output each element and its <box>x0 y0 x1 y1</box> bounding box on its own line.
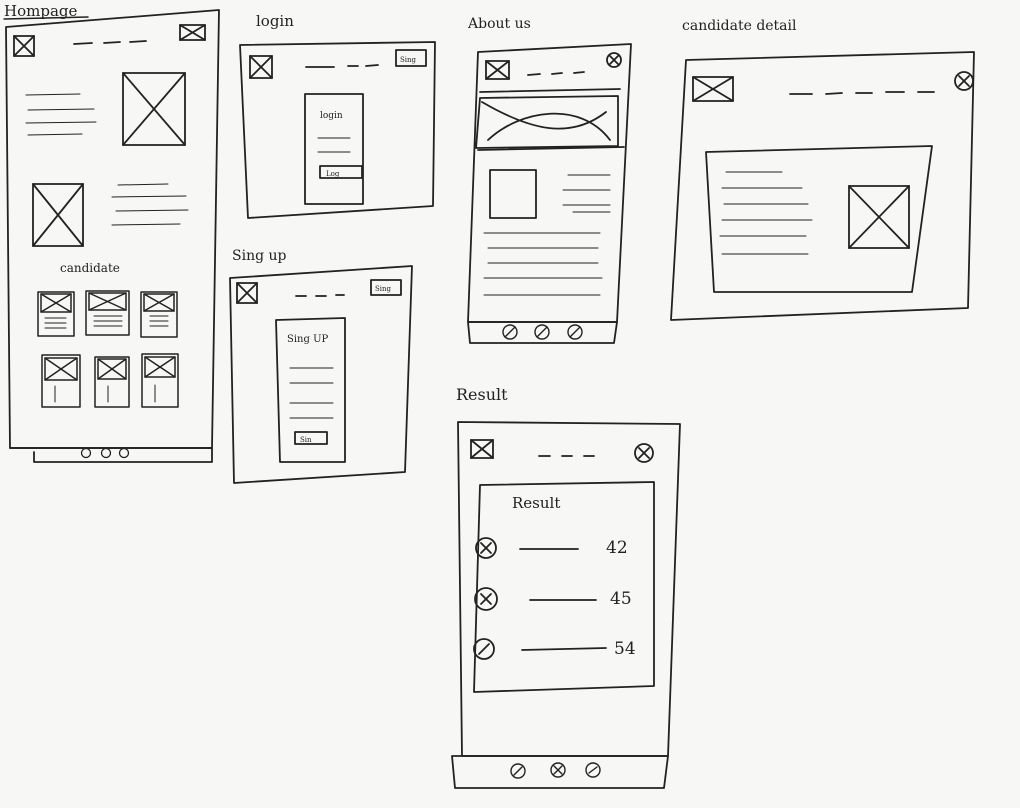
candidate-card <box>141 353 179 408</box>
login-fields <box>317 137 351 153</box>
login-signup-button[interactable] <box>395 49 427 67</box>
login-frame <box>239 41 436 219</box>
signup-submit-label: Sin <box>300 436 312 444</box>
about-banner-image <box>475 95 619 149</box>
about-sketch: About us <box>467 16 632 344</box>
candidate-photo <box>848 185 910 249</box>
homepage-feature-image <box>32 183 84 247</box>
candidate-name-line <box>521 647 607 651</box>
signup-frame <box>229 265 413 484</box>
nav-icon[interactable] <box>534 324 550 340</box>
candidate-detail-panel <box>705 145 933 293</box>
signup-nav-button[interactable] <box>370 279 402 296</box>
login-signup-label: Sing <box>400 56 417 64</box>
signup-logo-icon <box>236 282 258 304</box>
result-row: 45 <box>474 587 632 611</box>
nav-icon <box>100 447 112 459</box>
signup-fields <box>289 367 334 419</box>
signup-form-title: Sing UP <box>287 334 328 345</box>
candidate-icon <box>475 537 497 559</box>
homepage-menu-icon <box>179 24 206 41</box>
candidate-detail-logo-icon <box>692 76 734 102</box>
result-score: 45 <box>610 589 632 609</box>
nav-icon <box>118 447 130 459</box>
candidate-detail-sketch: candidate detail <box>670 18 975 321</box>
nav-icon[interactable] <box>502 324 518 340</box>
result-row: 54 <box>473 638 636 660</box>
about-frame <box>467 43 632 323</box>
candidate-card <box>94 356 130 408</box>
login-title: login <box>256 12 294 30</box>
about-image <box>489 169 537 219</box>
homepage-candidate-label: candidate <box>60 261 120 275</box>
signup-title: Sing up <box>232 248 287 264</box>
login-form-title: login <box>320 111 343 121</box>
result-sketch: Result Result 42 45 54 <box>451 385 681 789</box>
login-form <box>304 93 364 205</box>
homepage-sketch: Hompage candidate <box>3 2 220 463</box>
candidate-detail-close-icon[interactable] <box>954 71 974 91</box>
homepage-candidate-grid <box>37 290 179 408</box>
about-close-icon[interactable] <box>606 52 622 68</box>
login-submit-button[interactable] <box>319 165 363 179</box>
homepage-hero-image <box>122 72 186 146</box>
login-submit-label: Log <box>326 170 340 178</box>
homepage-bottom-nav <box>80 447 130 459</box>
signup-submit-button[interactable] <box>294 431 328 445</box>
result-logo-icon <box>470 439 494 459</box>
result-score: 54 <box>614 639 636 659</box>
candidate-detail-title: candidate detail <box>682 18 797 34</box>
homepage-title: Hompage <box>4 2 77 20</box>
result-panel-title: Result <box>512 494 560 512</box>
result-row: 42 <box>475 537 628 559</box>
homepage-frame <box>5 9 220 449</box>
about-title: About us <box>467 16 531 32</box>
login-sketch: login Sing login Log <box>239 12 436 219</box>
about-bottom-nav <box>502 324 583 340</box>
candidate-icon <box>473 638 495 660</box>
nav-icon[interactable] <box>550 762 566 778</box>
candidate-detail-frame <box>670 51 975 321</box>
signup-form <box>275 317 346 463</box>
nav-icon[interactable] <box>510 763 526 779</box>
signup-sketch: Sing up Sing Sing UP Sin <box>229 248 413 484</box>
result-bottom-nav <box>510 762 601 779</box>
candidate-card <box>85 290 130 336</box>
result-bottom-bar <box>451 755 669 789</box>
candidate-detail-text <box>719 171 813 255</box>
candidate-card <box>41 354 81 408</box>
homepage-logo-icon <box>13 35 35 57</box>
login-logo-icon <box>249 55 273 79</box>
result-score: 42 <box>606 538 628 558</box>
nav-icon[interactable] <box>585 762 601 778</box>
candidate-icon <box>474 587 498 611</box>
about-bottom-bar <box>467 321 618 344</box>
signup-nav-label: Sing <box>375 285 392 293</box>
candidate-card <box>37 291 75 337</box>
result-title: Result <box>456 385 508 404</box>
nav-icon[interactable] <box>567 324 583 340</box>
result-panel <box>473 481 655 693</box>
about-logo-icon <box>485 60 510 80</box>
result-close-icon[interactable] <box>634 443 654 463</box>
candidate-card <box>140 291 178 338</box>
nav-icon <box>80 447 92 459</box>
